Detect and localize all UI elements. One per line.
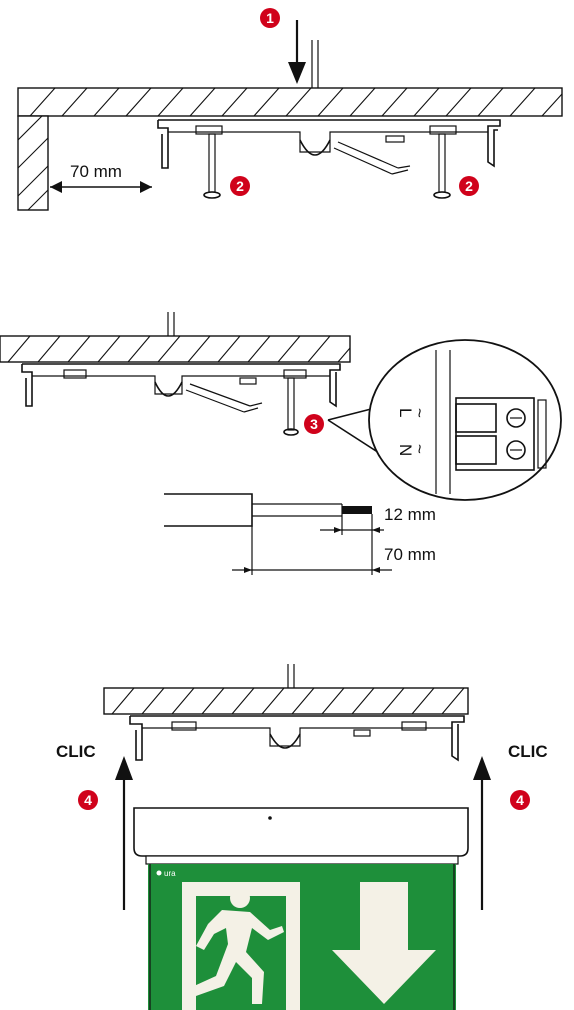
arrow-down-icon bbox=[332, 882, 436, 1004]
svg-text:2: 2 bbox=[465, 178, 473, 194]
svg-text:~: ~ bbox=[410, 444, 429, 454]
running-man-icon bbox=[194, 888, 284, 1004]
svg-text:3: 3 bbox=[310, 416, 318, 432]
wall-clearance-dimension: 70 mm bbox=[50, 162, 152, 193]
step-4-badge-right: 4 bbox=[510, 790, 530, 810]
ceiling-slab-2 bbox=[0, 335, 351, 363]
ceiling-slab bbox=[17, 87, 563, 117]
svg-text:N: N bbox=[396, 444, 415, 456]
step-3-wiring: 3 L ~ N ~ bbox=[0, 312, 562, 575]
mounting-base bbox=[157, 119, 501, 169]
wire-strip-label: 12 mm bbox=[384, 505, 436, 524]
step-1-badge: 1 bbox=[260, 8, 280, 28]
clic-label-left: CLIC bbox=[56, 742, 96, 761]
door-pictogram bbox=[182, 882, 300, 1010]
supply-cable-2 bbox=[167, 312, 175, 336]
ceiling-slab-3 bbox=[103, 687, 469, 715]
screw-right bbox=[433, 133, 451, 199]
svg-text:4: 4 bbox=[84, 792, 92, 808]
svg-text:1: 1 bbox=[266, 10, 274, 26]
step-1-ceiling-mounting: 70 mm 1 2 2 bbox=[17, 8, 563, 211]
terminal-block-zoom: L ~ N ~ bbox=[327, 339, 562, 501]
wall-clearance-label: 70 mm bbox=[70, 162, 122, 181]
svg-text:ura: ura bbox=[164, 869, 176, 878]
step-4-badge-left: 4 bbox=[78, 790, 98, 810]
internal-wires bbox=[333, 141, 411, 175]
brand-logo: ura bbox=[156, 869, 176, 878]
internal-wires-2 bbox=[185, 383, 263, 413]
step-4-clip-luminaire: CLIC CLIC 4 4 ura bbox=[56, 664, 548, 1010]
mounting-base-2 bbox=[21, 363, 341, 408]
terminal-markings: L ~ N ~ bbox=[396, 408, 429, 456]
step-2-badge-right: 2 bbox=[459, 176, 479, 196]
clic-arrow-right bbox=[473, 756, 491, 910]
screw-left bbox=[203, 133, 221, 199]
ceiling-hatch bbox=[29, 87, 563, 117]
supply-cable bbox=[311, 40, 319, 88]
clic-label-right: CLIC bbox=[508, 742, 548, 761]
svg-text:L: L bbox=[396, 408, 415, 417]
screw-3 bbox=[283, 377, 299, 436]
svg-text:~: ~ bbox=[410, 408, 429, 418]
step-3-badge: 3 bbox=[304, 414, 324, 434]
mounting-base-3 bbox=[129, 715, 465, 762]
step-2-badge-left: 2 bbox=[230, 176, 250, 196]
supply-cable-3 bbox=[287, 664, 295, 688]
side-wall bbox=[17, 115, 49, 211]
svg-text:4: 4 bbox=[516, 792, 524, 808]
terminal-housing bbox=[435, 350, 547, 494]
clic-arrow-left bbox=[115, 756, 133, 910]
cable-strip-diagram: 12 mm 70 mm bbox=[164, 493, 436, 575]
sheath-strip-label: 70 mm bbox=[384, 545, 436, 564]
svg-text:2: 2 bbox=[236, 178, 244, 194]
push-down-arrow bbox=[288, 20, 306, 84]
exit-sign-luminaire: ura bbox=[133, 807, 469, 1010]
